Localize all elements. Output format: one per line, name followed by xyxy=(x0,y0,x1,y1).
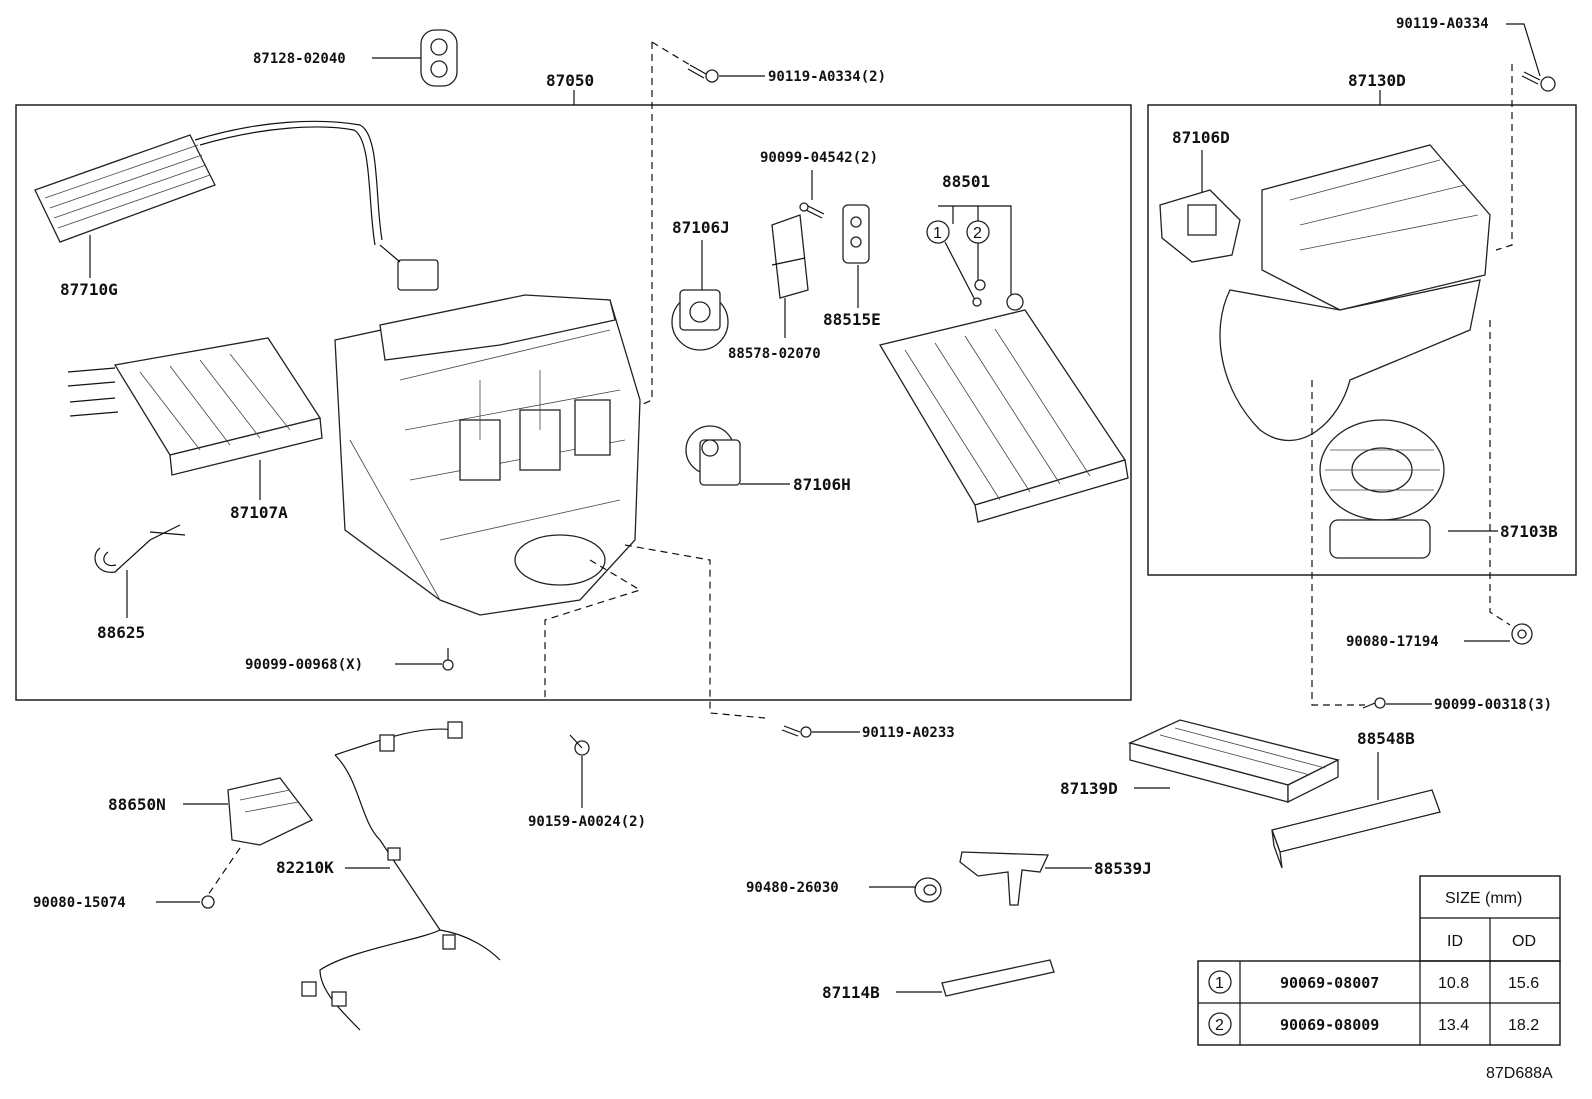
o-ring-2-number: 2 xyxy=(973,225,982,242)
label-87128[interactable]: 87128-02040 xyxy=(253,51,346,67)
cover-88578[interactable] xyxy=(771,214,809,299)
label-82210K[interactable]: 82210K xyxy=(276,858,334,877)
table-row-1-od: 15.6 xyxy=(1508,975,1539,992)
label-90119-a0334-2[interactable]: 90119-A0334(2) xyxy=(768,69,886,85)
expansion-valve-88515E[interactable] xyxy=(842,204,870,264)
table-row-1-part[interactable]: 90069-08007 xyxy=(1280,974,1379,992)
label-87106D[interactable]: 87106D xyxy=(1172,128,1230,147)
o-ring-2[interactable] xyxy=(974,279,986,291)
label-90119-a0334-top[interactable]: 90119-A0334 xyxy=(1396,16,1489,32)
actuator-87106H[interactable] xyxy=(685,425,741,486)
module-88650N[interactable] xyxy=(227,777,314,846)
label-87103B[interactable]: 87103B xyxy=(1500,522,1558,541)
table-row-2-part[interactable]: 90069-08009 xyxy=(1280,1016,1379,1034)
label-90080-17194[interactable]: 90080-17194 xyxy=(1346,634,1439,650)
label-88625[interactable]: 88625 xyxy=(97,623,145,642)
label-88650N[interactable]: 88650N xyxy=(108,795,166,814)
air-filter-87139D[interactable] xyxy=(1128,719,1340,804)
evaporator-88501[interactable] xyxy=(878,293,1129,523)
actuator-87106D[interactable] xyxy=(1159,189,1241,263)
heater-pipe-87710G[interactable] xyxy=(34,120,439,291)
blower-fan-87103B[interactable] xyxy=(1319,419,1445,559)
heater-radiator-87107A[interactable] xyxy=(67,337,323,476)
size-table xyxy=(1197,875,1561,1046)
o-ring-1[interactable] xyxy=(972,297,982,307)
screw-90119-a0233[interactable] xyxy=(781,725,812,738)
label-90480[interactable]: 90480-26030 xyxy=(746,880,839,896)
table-row-2-marker xyxy=(1208,1012,1232,1036)
table-row-2-id: 13.4 xyxy=(1438,1017,1469,1034)
label-87130D[interactable]: 87130D xyxy=(1348,71,1406,90)
table-row-2-od: 18.2 xyxy=(1508,1017,1539,1034)
clip-87114B[interactable] xyxy=(941,959,1055,997)
label-87106H[interactable]: 87106H xyxy=(793,475,851,494)
label-87114B[interactable]: 87114B xyxy=(822,983,880,1002)
filter-cover-88548B[interactable] xyxy=(1271,789,1441,869)
table-row-1-id: 10.8 xyxy=(1438,975,1469,992)
label-87106J[interactable]: 87106J xyxy=(672,218,730,237)
screw-90080-15074[interactable] xyxy=(201,895,215,909)
label-88539J[interactable]: 88539J xyxy=(1094,859,1152,878)
table-row-1-marker xyxy=(1208,970,1232,994)
label-87139D[interactable]: 87139D xyxy=(1060,779,1118,798)
label-90080-15074[interactable]: 90080-15074 xyxy=(33,895,126,911)
blower-case[interactable] xyxy=(1219,144,1491,442)
grommet-90480[interactable] xyxy=(914,877,942,903)
label-90099-00968[interactable]: 90099-00968(X) xyxy=(245,657,363,673)
o-ring-1-marker[interactable] xyxy=(926,220,950,244)
label-87710G[interactable]: 87710G xyxy=(60,280,118,299)
screw-90119-a0334[interactable] xyxy=(687,64,719,83)
hvac-housing[interactable] xyxy=(334,294,641,616)
label-90159[interactable]: 90159-A0024(2) xyxy=(528,814,646,830)
label-88501[interactable]: 88501 xyxy=(942,172,990,191)
table-row-2-mark: 2 xyxy=(1215,1017,1224,1034)
label-88515E[interactable]: 88515E xyxy=(823,310,881,329)
harness-82210K[interactable] xyxy=(301,721,501,1031)
screw-90099-00968[interactable] xyxy=(442,648,454,671)
label-87107A[interactable]: 87107A xyxy=(230,503,288,522)
nut-90080-17194[interactable] xyxy=(1511,623,1533,645)
figure-code: 87D688A xyxy=(1486,1065,1553,1082)
label-87050[interactable]: 87050 xyxy=(546,71,594,90)
table-header-id: ID xyxy=(1447,933,1463,950)
table-header-size: SIZE (mm) xyxy=(1445,890,1522,907)
label-88578[interactable]: 88578-02070 xyxy=(728,346,821,362)
assembly-box-87130D xyxy=(1147,104,1577,576)
bolt-90159[interactable] xyxy=(569,734,590,756)
label-90099-04542[interactable]: 90099-04542(2) xyxy=(760,150,878,166)
label-90099-00318[interactable]: 90099-00318(3) xyxy=(1434,697,1552,713)
label-90119-a0233[interactable]: 90119-A0233 xyxy=(862,725,955,741)
table-row-1-mark: 1 xyxy=(1215,975,1224,992)
screw-90119-a0334-top[interactable] xyxy=(1521,71,1556,92)
label-88548B[interactable]: 88548B xyxy=(1357,729,1415,748)
actuator-87106J[interactable] xyxy=(671,289,729,351)
screw-90099-04542[interactable] xyxy=(799,202,825,219)
clip-88625[interactable] xyxy=(94,524,186,573)
table-header-od: OD xyxy=(1512,933,1536,950)
o-ring-1-number: 1 xyxy=(933,225,942,242)
drain-tube-88539J[interactable] xyxy=(959,851,1050,906)
screw-90099-00318[interactable] xyxy=(1362,697,1386,709)
grommet-87128[interactable] xyxy=(420,29,458,87)
